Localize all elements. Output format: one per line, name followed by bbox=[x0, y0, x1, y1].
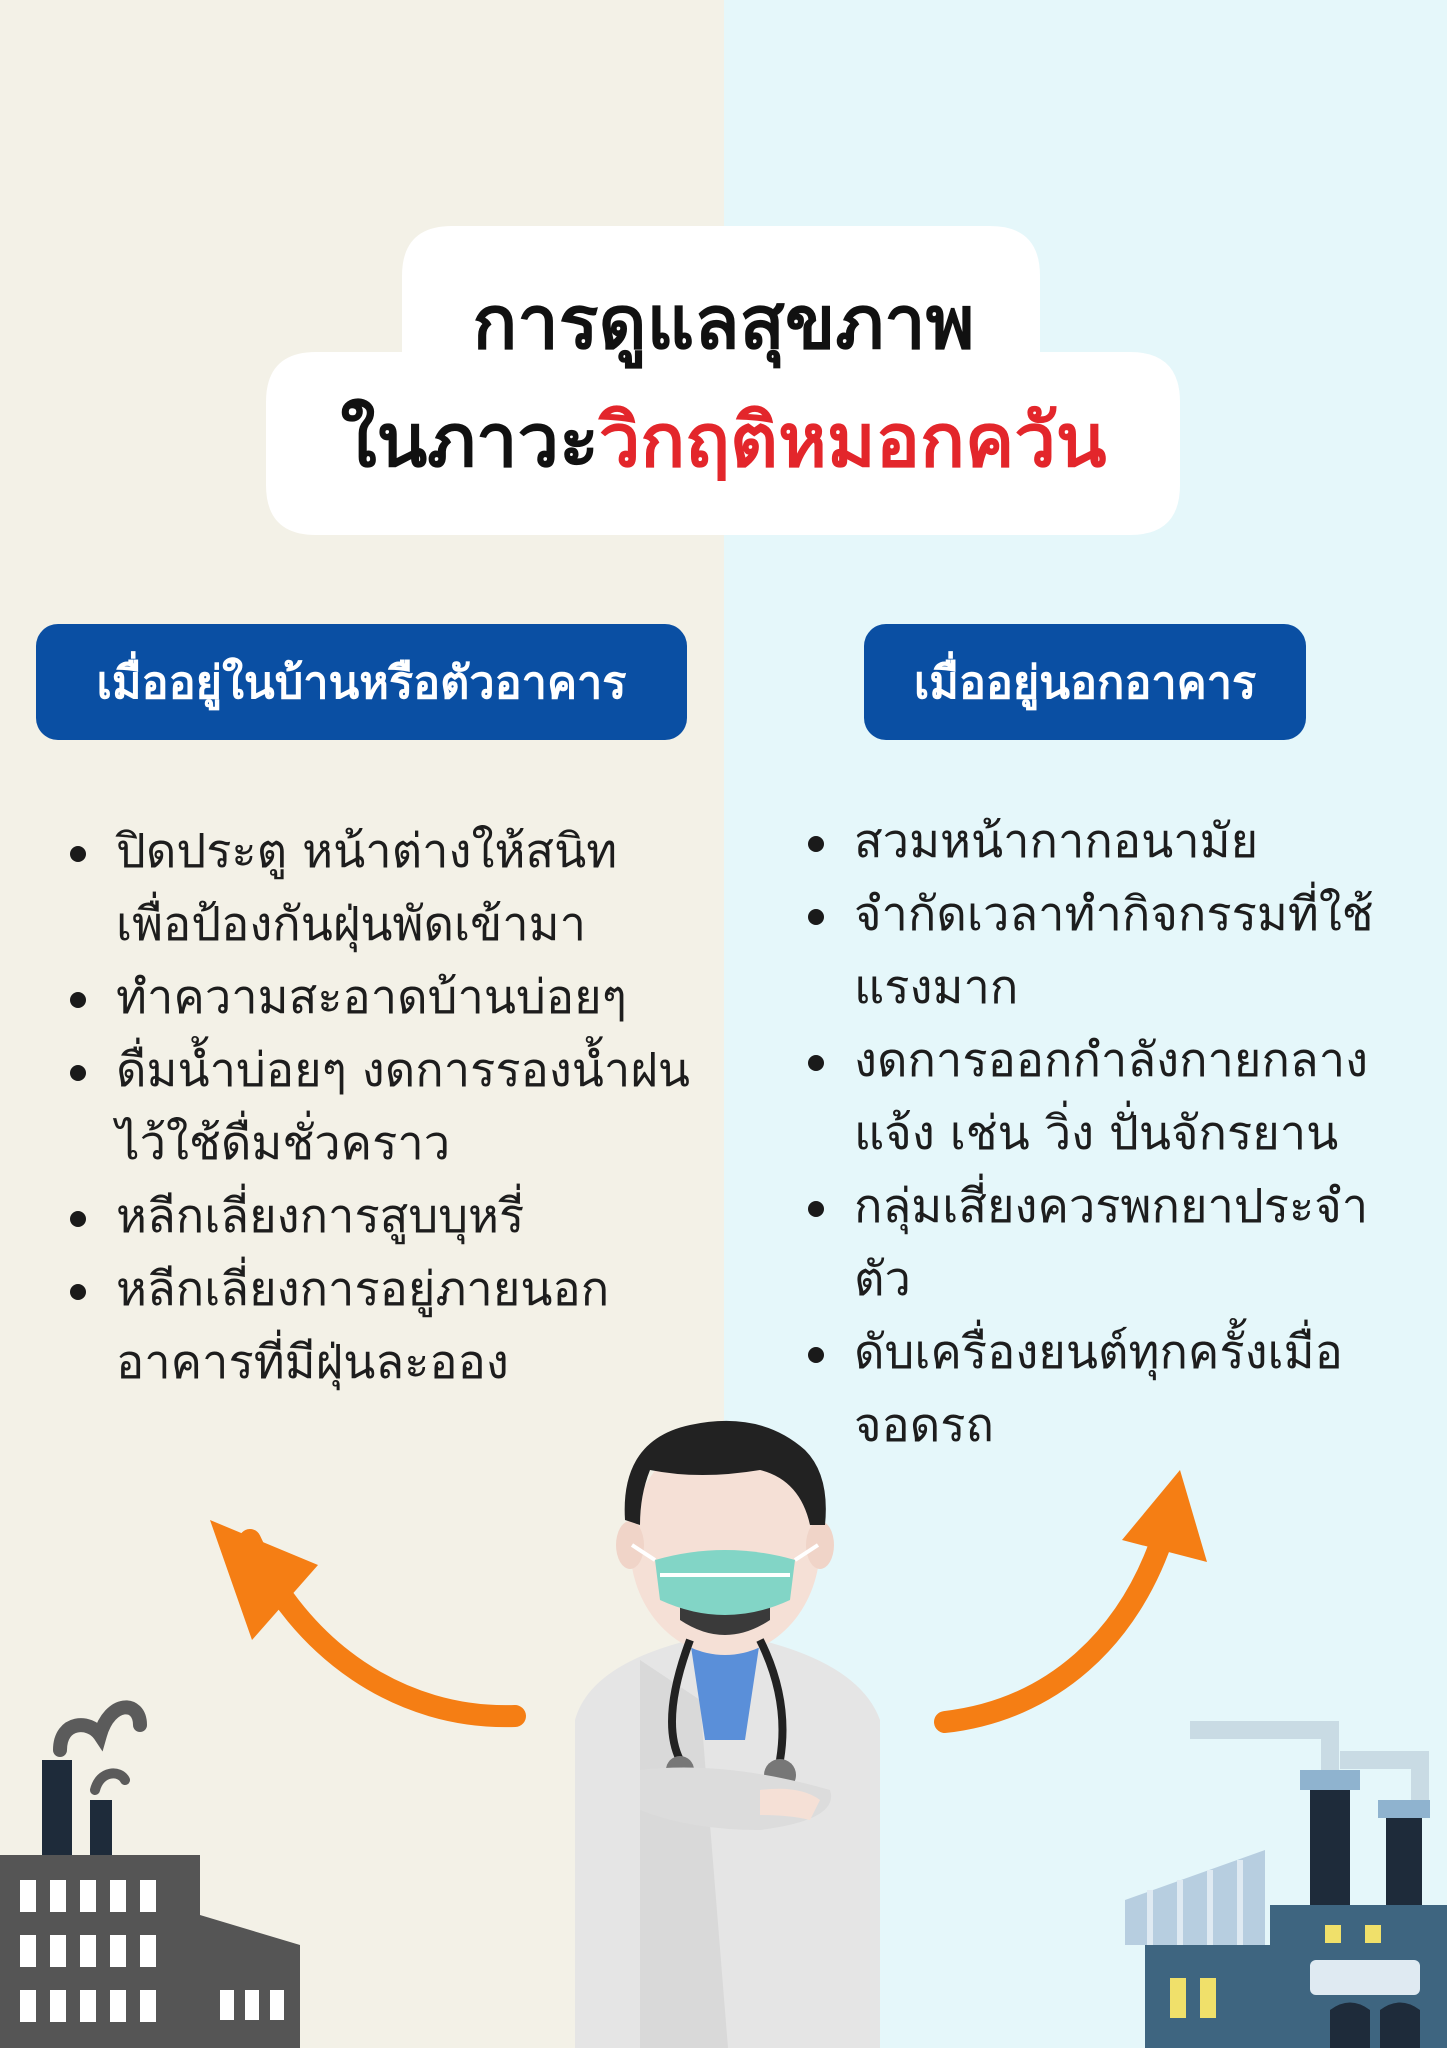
factory-icon bbox=[0, 1700, 300, 2048]
list-item: หลีกเลี่ยงการสูบบุหรี่ bbox=[70, 1180, 690, 1253]
list-item: หลีกเลี่ยงการอยู่ภายนอกอาคารที่มีฝุ่นละอ… bbox=[70, 1253, 690, 1399]
list-item: สวมหน้ากากอนามัย bbox=[808, 805, 1408, 878]
doctor-illustration bbox=[575, 1420, 880, 2048]
list-item: จำกัดเวลาทำกิจกรรมที่ใช้แรงมาก bbox=[808, 878, 1408, 1024]
outdoor-heading: เมื่ออยู่นอกอาคาร bbox=[864, 624, 1306, 740]
list-item: ทำความสะอาดบ้านบ่อยๆ bbox=[70, 961, 690, 1034]
list-item: ปิดประตู หน้าต่างให้สนิท เพื่อป้องกันฝุ่… bbox=[70, 815, 690, 961]
indoor-tips-list: ปิดประตู หน้าต่างให้สนิท เพื่อป้องกันฝุ่… bbox=[70, 815, 690, 1399]
list-item: กลุ่มเสี่ยงควรพกยาประจำตัว bbox=[808, 1170, 1408, 1316]
list-item: ดื่มน้ำบ่อยๆ งดการรองน้ำฝนไว้ใช้ดื่มชั่ว… bbox=[70, 1034, 690, 1180]
arrow-icon bbox=[210, 1520, 526, 1728]
outdoor-tips-list: สวมหน้ากากอนามัย จำกัดเวลาทำกิจกรรมที่ใช… bbox=[808, 805, 1408, 1462]
list-item: งดการออกกำลังกายกลางแจ้ง เช่น วิ่ง ปั่นจ… bbox=[808, 1024, 1408, 1170]
indoor-heading: เมื่ออยู่ในบ้านหรือตัวอาคาร bbox=[36, 624, 687, 740]
list-item: ดับเครื่องยนต์ทุกครั้งเมื่อจอดรถ bbox=[808, 1316, 1408, 1462]
arrow-icon bbox=[934, 1470, 1207, 1733]
factory-icon bbox=[1125, 1721, 1447, 2048]
